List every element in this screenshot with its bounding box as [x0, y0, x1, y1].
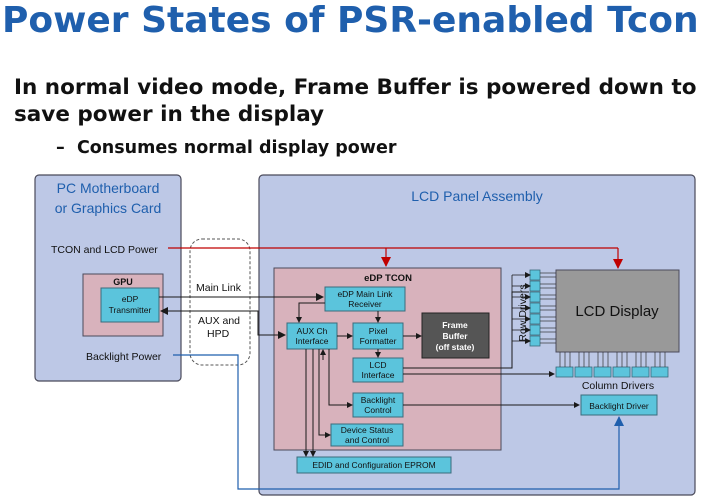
- device-status-line1: Device Status: [341, 425, 393, 435]
- edp-main-link-receiver-block: [324, 286, 406, 312]
- sub-bullet-marker: –: [56, 138, 65, 158]
- aux-to-device-status: [318, 349, 331, 438]
- aux-ch-interface-line2: Interface: [295, 336, 328, 346]
- tcon-lcd-power-line: [168, 247, 623, 269]
- backlight-power-label: Backlight Power: [86, 351, 162, 363]
- frame-buffer-line2: Buffer: [442, 331, 468, 341]
- edp-transmitter-line1: eDP: [122, 294, 139, 304]
- gpu-label: GPU: [113, 277, 133, 287]
- lcd-interface-line2: Interface: [361, 370, 394, 380]
- backlight-control-block: [352, 392, 404, 418]
- aux-ch-interface-line1: AUX Ch: [297, 326, 328, 336]
- aux-hpd-label-line1: AUX and: [198, 315, 240, 327]
- receiver-to-aux: [296, 302, 325, 323]
- lcd-interface-line1: LCD: [369, 360, 386, 370]
- frame-buffer-line3: (off state): [436, 342, 475, 352]
- motherboard-title-line1: PC Motherboard: [57, 180, 160, 196]
- sub-bullet-text: Consumes normal display power: [76, 138, 397, 158]
- backlight-control-line1: Backlight: [361, 395, 396, 405]
- aux-arrow-right: [250, 310, 286, 339]
- connector-dashed-outline: [189, 238, 251, 366]
- edp-main-link-receiver-line1: eDP Main Link: [337, 289, 393, 299]
- aux-to-backlight-control: [328, 349, 353, 408]
- lcd-panel-title: LCD Panel Assembly: [411, 188, 543, 204]
- page-title: Power States of PSR-enabled Tcon: [2, 0, 699, 41]
- lcd-display-label: LCD Display: [575, 303, 659, 320]
- edp-tcon-title: eDP TCON: [364, 273, 412, 284]
- motherboard-title-line2: or Graphics Card: [55, 200, 162, 216]
- column-drivers-label: Column Drivers: [582, 380, 654, 392]
- frame-buffer-line1: Frame: [442, 320, 468, 330]
- tcon-lcd-power-label: TCON and LCD Power: [51, 244, 158, 256]
- device-status-line2: and Control: [345, 435, 389, 445]
- column-drivers: [555, 352, 669, 378]
- edid-eprom-block: [296, 456, 452, 474]
- backlight-power-line: [173, 354, 624, 490]
- sub-bullet: – Consumes normal display power: [56, 138, 396, 158]
- lcd-interface-block: [352, 357, 404, 383]
- main-bullet: In normal video mode, Frame Buffer is po…: [14, 75, 697, 127]
- frame-buffer-block: [421, 312, 490, 359]
- edid-eprom-label: EDID and Configuration EPROM: [312, 460, 435, 470]
- main-link-label: Main Link: [196, 282, 242, 294]
- backlight-control-line2: Control: [364, 405, 392, 415]
- edp-transmitter-block: [100, 287, 160, 323]
- edp-main-link-receiver-line2: Receiver: [348, 299, 382, 309]
- edp-transmitter-line2: Transmitter: [109, 305, 152, 315]
- pixel-formatter-line2: Formatter: [360, 336, 397, 346]
- lcd-display-block: [555, 269, 680, 353]
- backlight-driver-label: Backlight Driver: [589, 401, 649, 411]
- aux-hpd-label-line2: HPD: [207, 328, 230, 340]
- pixel-formatter-line1: Pixel: [369, 326, 388, 336]
- device-status-block: [330, 423, 404, 447]
- row-drivers-label: Row Drivers: [517, 284, 529, 341]
- backlight-driver-block: [580, 394, 658, 416]
